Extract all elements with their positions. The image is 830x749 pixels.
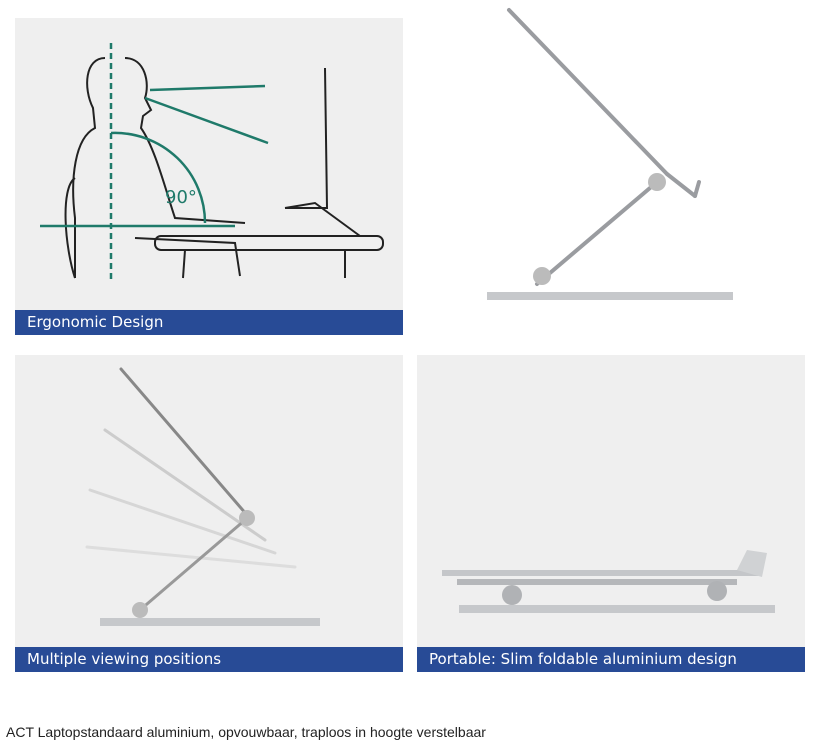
stand-side-view-image	[417, 4, 805, 314]
folded-stand-image	[417, 355, 805, 647]
ergonomic-design-panel: 90° Ergonomic Design	[15, 18, 403, 335]
portable-panel: Portable: Slim foldable aluminium design	[417, 355, 805, 672]
multiple-positions-image	[15, 355, 403, 647]
stand-side-view-panel	[417, 4, 805, 314]
angle-label: 90°	[165, 187, 197, 208]
ergonomic-illustration: 90°	[15, 18, 403, 310]
product-description: ACT Laptopstandaard aluminium, opvouwbaa…	[6, 724, 486, 740]
caption-multiple-viewing-positions: Multiple viewing positions	[15, 647, 403, 672]
caption-ergonomic-design: Ergonomic Design	[15, 310, 403, 335]
caption-portable: Portable: Slim foldable aluminium design	[417, 647, 805, 672]
multiple-positions-panel: Multiple viewing positions	[15, 355, 403, 672]
